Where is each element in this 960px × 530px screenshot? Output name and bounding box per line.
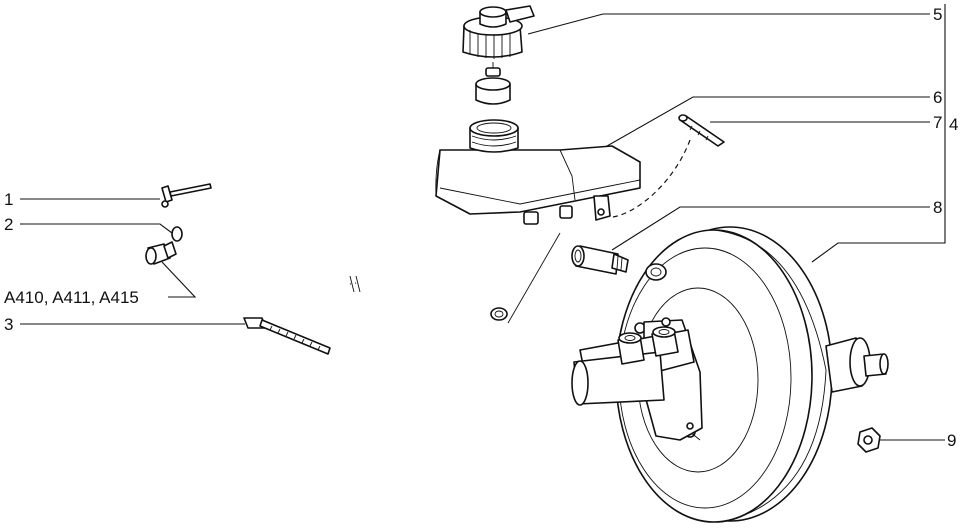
leader-5 (527, 13, 930, 35)
master-cylinder-part (571, 317, 703, 441)
callout-label-4: 4 (949, 115, 958, 134)
sensor-float-part (475, 77, 511, 105)
hose-guide-line (507, 232, 561, 324)
grommet-part (571, 245, 629, 275)
retaining-pin-part (678, 114, 725, 147)
flange-nut-part (857, 427, 881, 453)
leader-4-bracket (811, 4, 946, 263)
brake-hose-part (171, 224, 508, 321)
leader-2 (20, 223, 177, 237)
cable-tie-part (243, 317, 331, 355)
callout-label-variant: A410, A411, A415 (4, 288, 139, 307)
callout-label-9: 9 (947, 431, 956, 450)
callout-label-1: 1 (4, 190, 13, 209)
callout-label-2: 2 (4, 215, 13, 234)
callout-label-7: 7 (933, 113, 942, 132)
callout-label-6: 6 (933, 88, 942, 107)
brake-booster-part (615, 226, 889, 523)
reservoir-cap-part (462, 5, 535, 77)
callout-label-3: 3 (4, 315, 13, 334)
callout-label-8: 8 (933, 198, 942, 217)
leader-variant (161, 261, 197, 298)
dashed-assembly-line (612, 139, 691, 218)
brake-fluid-reservoir-part (435, 119, 641, 225)
callout-label-5: 5 (933, 5, 942, 24)
leader-8 (611, 206, 930, 251)
leader-6 (599, 96, 930, 151)
variant-connector-part (145, 241, 177, 265)
leader-lines (20, 4, 946, 441)
callout-labels: 1 2 A410, A411, A415 3 5 6 7 4 8 9 (4, 5, 958, 450)
hose-clip-part (161, 183, 212, 208)
